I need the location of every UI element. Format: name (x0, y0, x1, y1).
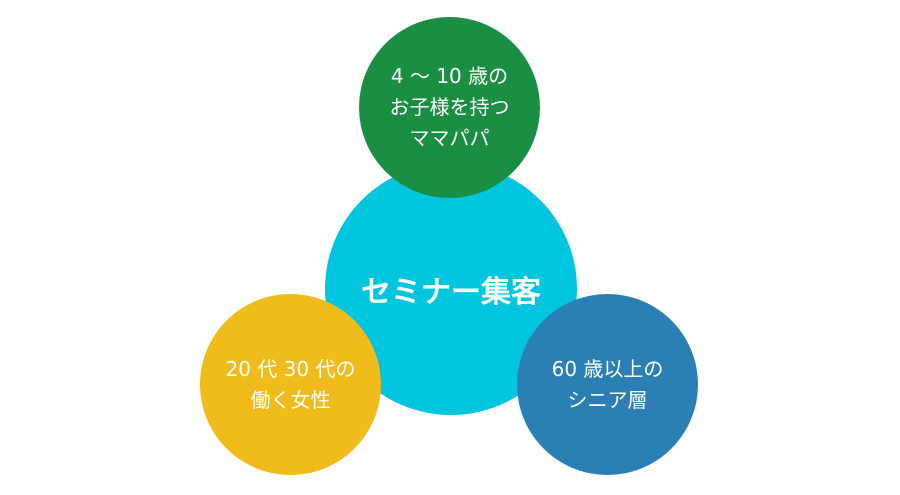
segment-label-line: 60 歳以上の (551, 356, 664, 381)
segment-circle-parents: 4 ～ 10 歳の お子様を持つ ママパパ (359, 17, 540, 198)
segment-label-line: ママパパ (409, 126, 490, 150)
segment-label-line: 働く女性 (250, 387, 331, 412)
segment-label-line: シニア層 (567, 387, 648, 412)
center-label: セミナー集客 (361, 275, 541, 310)
segment-label-line: 20 代 30 代の (225, 356, 356, 381)
segment-label-line: 4 ～ 10 歳の (390, 64, 509, 88)
segment-circle-working-women: 20 代 30 代の 働く女性 (200, 294, 381, 475)
segment-label-line: お子様を持つ (389, 95, 510, 119)
segment-circle-seniors: 60 歳以上の シニア層 (517, 294, 698, 475)
